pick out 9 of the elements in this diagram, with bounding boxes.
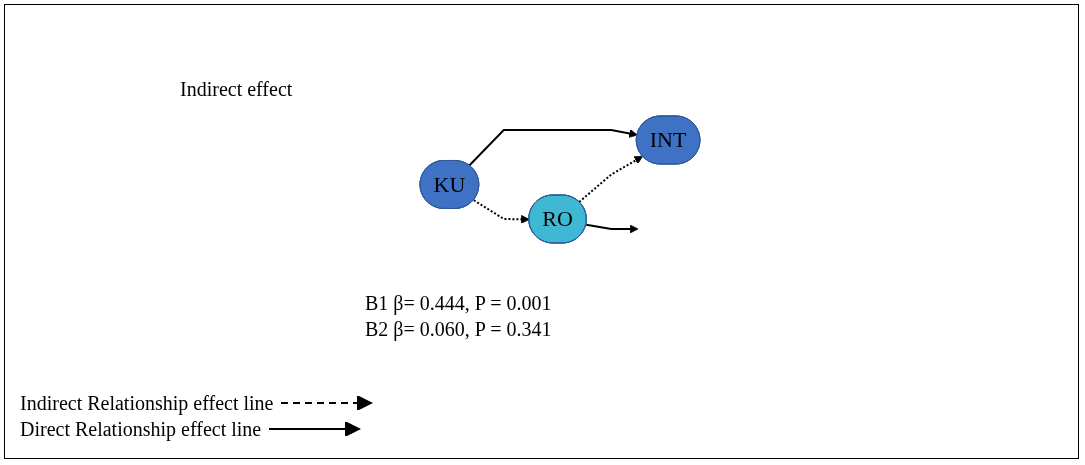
legend-text: Indirect Relationship effect line [20,391,274,416]
arrow [578,155,644,203]
arrow [472,199,530,224]
arrow [468,129,638,167]
legend-text: Direct Relationship effect line [20,417,262,442]
statistic-text: B1 β= 0.444, P = 0.001 [365,291,552,316]
annotation-text: Indirect effect [180,78,293,101]
arrow [585,223,639,234]
statistic-text: B2 β= 0.060, P = 0.341 [365,317,552,342]
